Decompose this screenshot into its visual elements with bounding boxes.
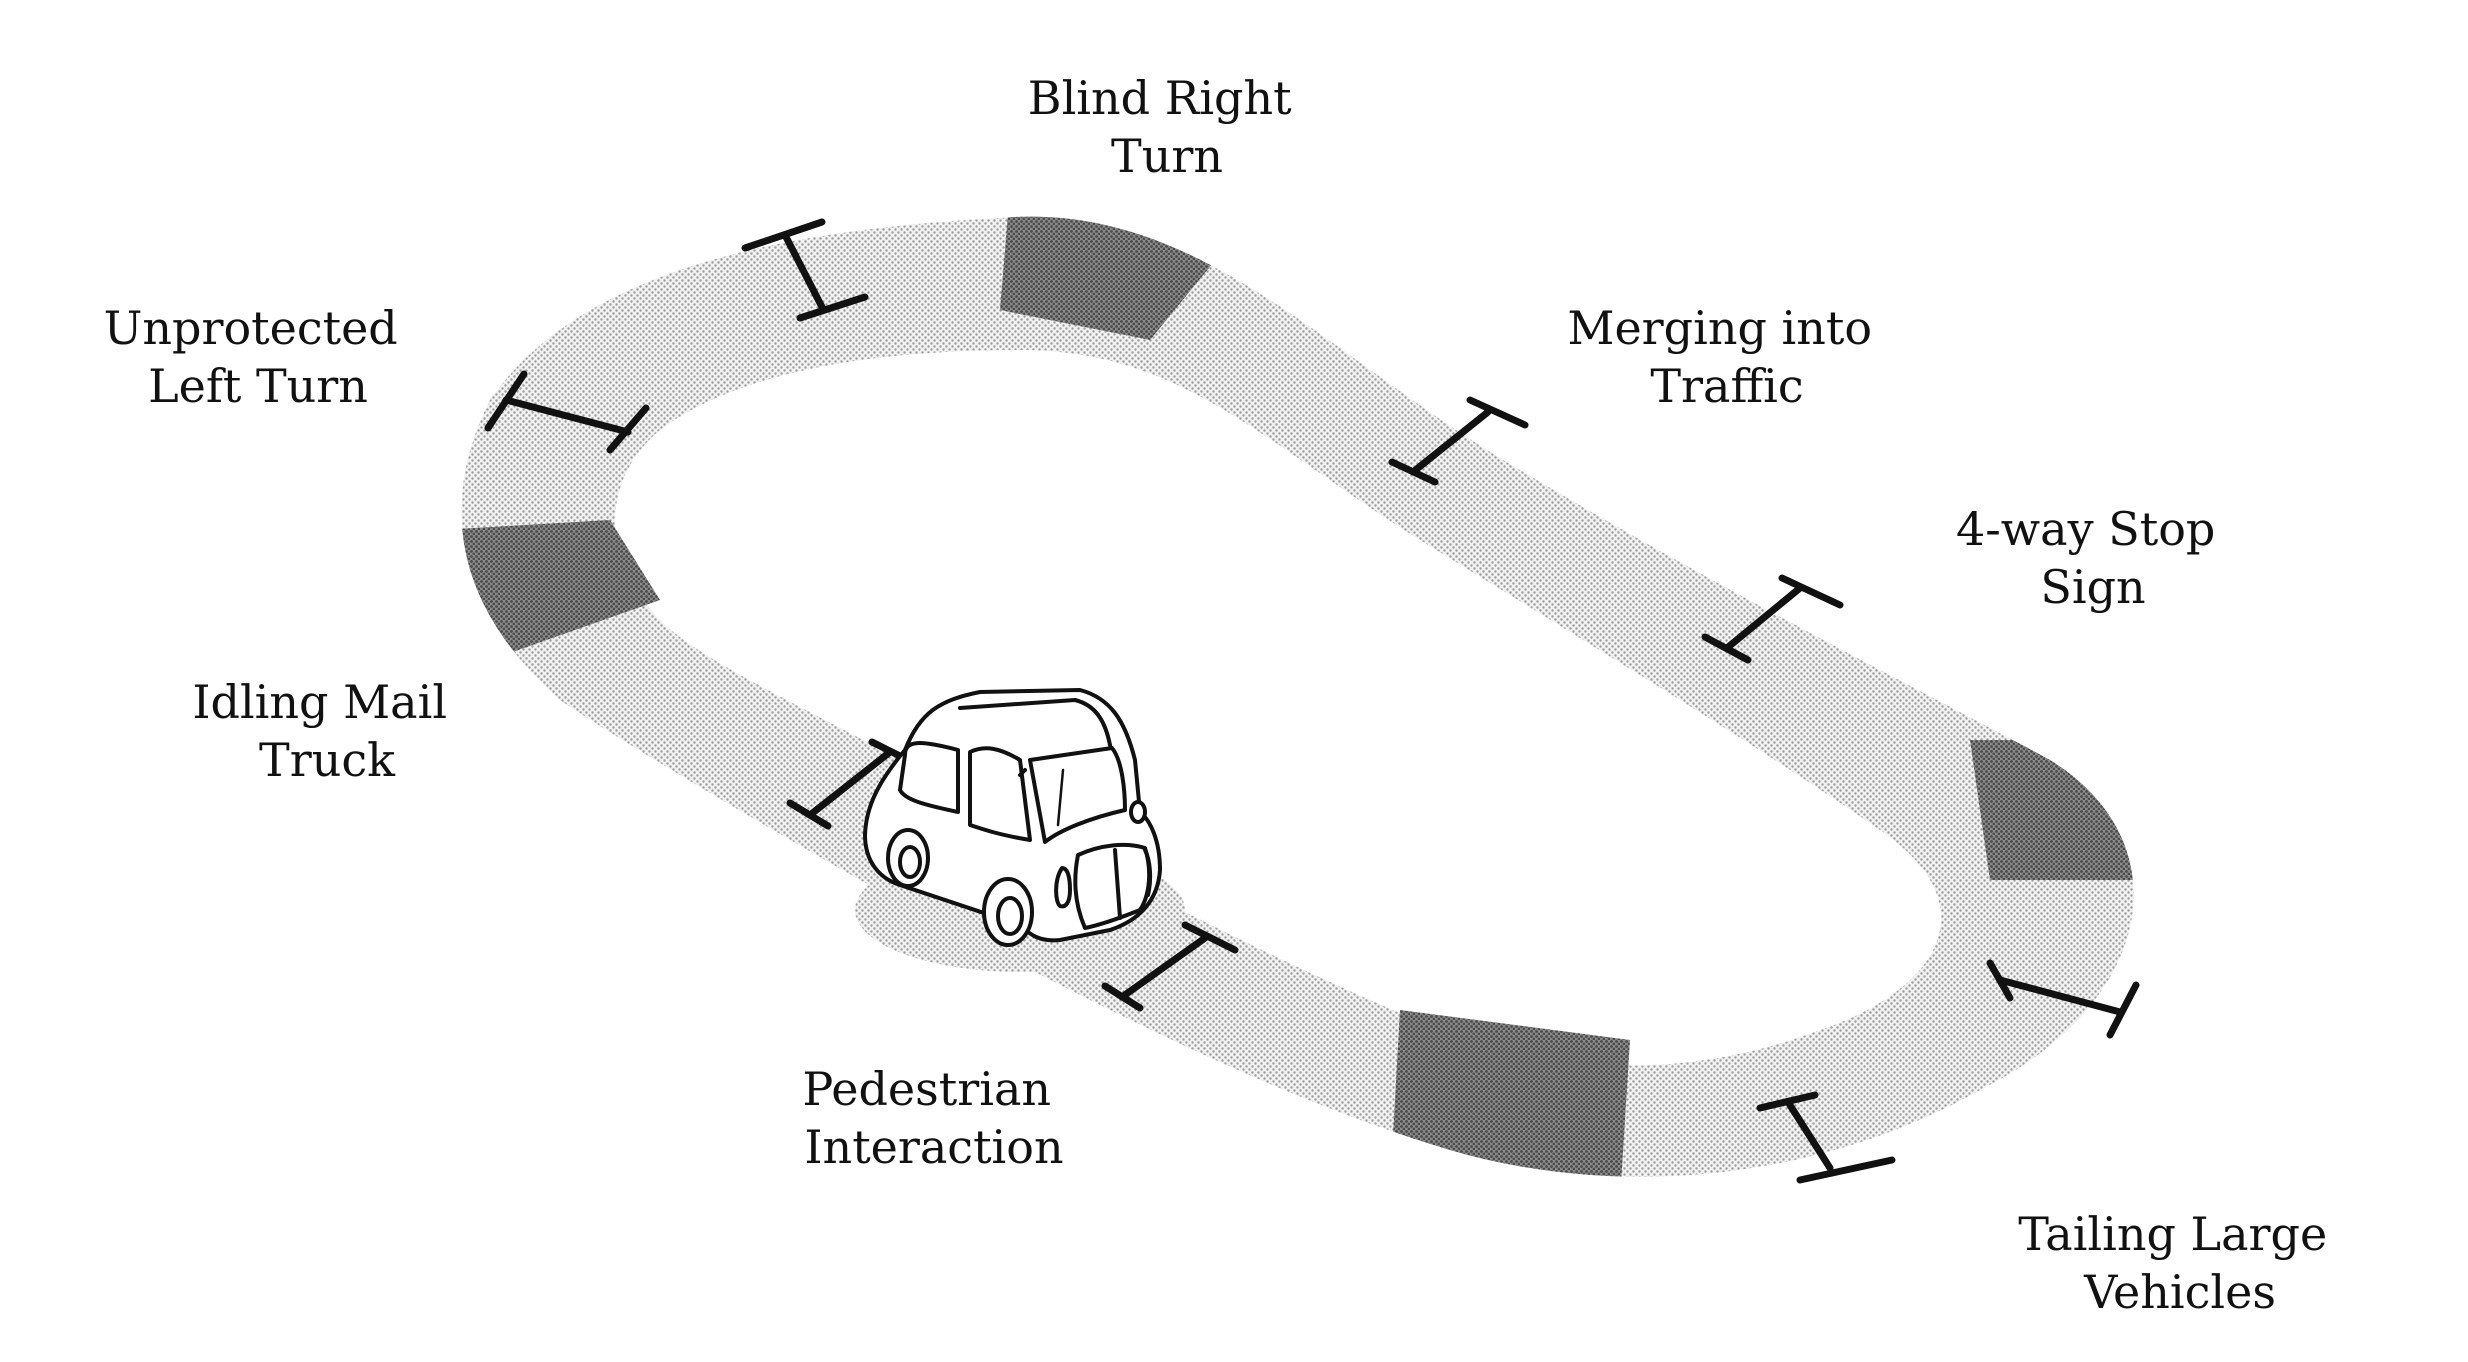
label-line: Tailing Large <box>2018 1207 2327 1261</box>
label-line: Merging into <box>1567 301 1872 355</box>
label-line: Truck <box>259 733 396 787</box>
segment-marker <box>484 370 650 454</box>
label-line: Vehicles <box>2083 1265 2276 1319</box>
label-pedestrian-interaction: Pedestrian Interaction <box>802 1062 1065 1174</box>
track-loop <box>461 216 2134 1177</box>
segment-marker <box>741 218 869 322</box>
label-line: Sign <box>2040 560 2145 614</box>
label-line: 4-way Stop <box>1956 502 2215 556</box>
car-icon <box>855 688 1185 972</box>
label-line: Pedestrian <box>802 1062 1051 1116</box>
label-blind-right-turn: Blind Right Turn <box>1028 71 1306 183</box>
label-line: Unprotected <box>104 301 398 355</box>
label-tailing-large-vehicles: Tailing Large Vehicles <box>2018 1207 2342 1319</box>
label-unprotected-left-turn: Unprotected Left Turn <box>104 301 413 413</box>
label-line: Idling Mail <box>192 675 447 729</box>
label-line: Blind Right <box>1028 71 1292 125</box>
label-merging-into-traffic: Merging into Traffic <box>1567 301 1886 413</box>
label-four-way-stop-sign: 4-way Stop Sign <box>1956 502 2230 614</box>
segment-marker <box>1101 921 1239 1012</box>
segment-markers <box>484 218 2140 1184</box>
segment-marker <box>1986 959 2140 1039</box>
track-segment-tailing-large-vehicles <box>1390 1010 1630 1177</box>
segment-marker <box>1701 574 1844 664</box>
segment-marker <box>1756 1091 1896 1184</box>
label-line: Turn <box>1111 129 1223 183</box>
label-line: Interaction <box>804 1120 1063 1174</box>
track-segment-four-way-stop <box>1970 740 2134 880</box>
segment-marker <box>1388 396 1529 486</box>
label-line: Traffic <box>1650 359 1803 413</box>
label-line: Left Turn <box>148 359 368 413</box>
label-idling-mail-truck: Idling Mail Truck <box>192 675 461 787</box>
